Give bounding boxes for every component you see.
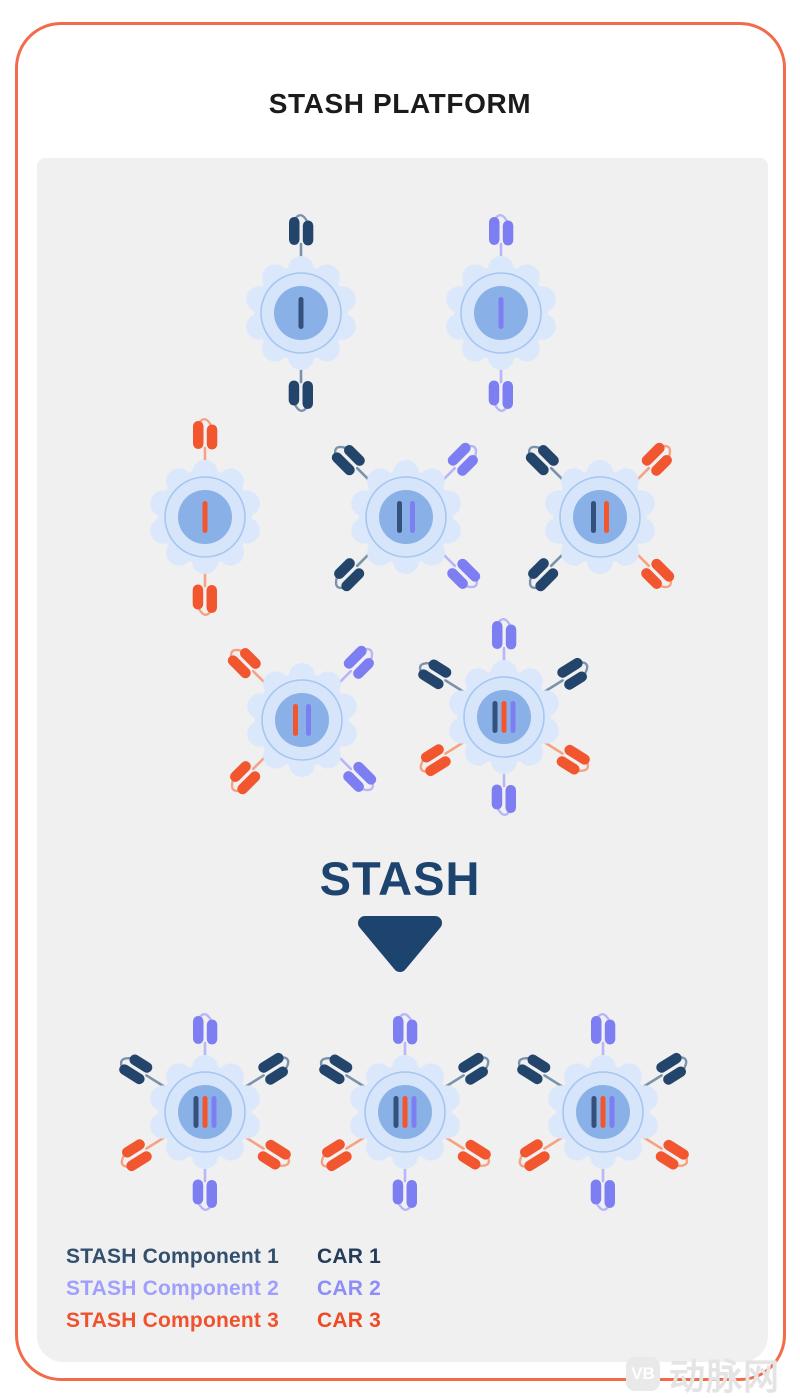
legend-component-2: STASH Component 2	[66, 1277, 280, 1300]
legend: STASH Component 1 CAR 1 STASH Component …	[66, 1246, 381, 1331]
legend-component-3: STASH Component 3	[66, 1309, 280, 1332]
diagram-panel	[37, 158, 768, 1362]
legend-car-2: CAR 2	[317, 1277, 382, 1300]
vb-logo-icon: VB	[626, 1357, 660, 1391]
watermark-text: 动脉网	[669, 1356, 781, 1397]
legend-component-1: STASH Component 1	[66, 1245, 280, 1268]
stash-label: STASH	[319, 852, 481, 905]
legend-car-3: CAR 3	[317, 1309, 382, 1332]
figure-title: STASH PLATFORM	[268, 88, 532, 119]
watermark: VB 动脉网	[626, 1348, 780, 1398]
legend-car-1: CAR 1	[317, 1245, 382, 1268]
down-arrow-icon	[358, 916, 442, 972]
